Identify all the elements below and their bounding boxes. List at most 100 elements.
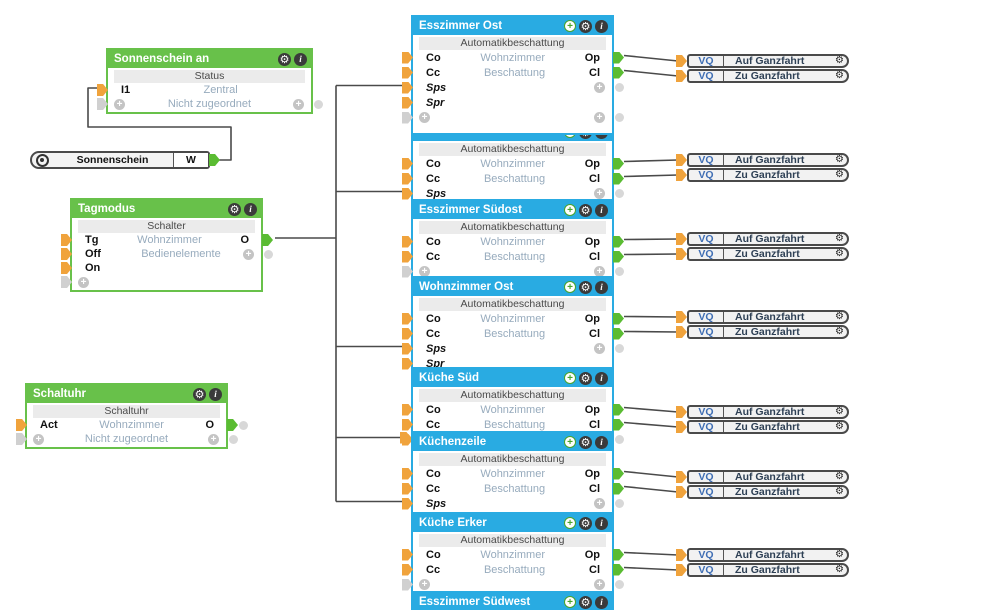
target-icon[interactable]: +	[564, 436, 576, 448]
add-output-icon[interactable]: +	[594, 82, 605, 93]
input-connector[interactable]	[676, 421, 687, 433]
output-slot-dot[interactable]	[615, 189, 624, 198]
add-output-icon[interactable]: +	[594, 579, 605, 590]
info-icon[interactable]: i	[595, 280, 608, 294]
output-connector[interactable]	[613, 51, 624, 64]
input-connector[interactable]	[676, 471, 687, 483]
info-icon[interactable]: i	[595, 516, 608, 530]
add-input-icon[interactable]: +	[419, 266, 430, 277]
output-connector[interactable]	[227, 419, 238, 431]
function-block-hidden[interactable]: +⚙iAutomatikbeschattungCoWohnzimmerOpCcB…	[402, 121, 624, 209]
output-slot-dot[interactable]	[615, 435, 624, 444]
add-output-icon[interactable]: +	[293, 98, 304, 110]
input-connector[interactable]	[676, 154, 687, 166]
gear-icon[interactable]: ⚙	[835, 169, 844, 180]
info-icon[interactable]: i	[595, 371, 608, 385]
gear-icon[interactable]: ⚙	[835, 55, 844, 66]
output-slot-dot[interactable]	[229, 434, 238, 444]
unassigned-input-connector[interactable]	[402, 578, 413, 591]
unassigned-input-connector[interactable]	[402, 265, 413, 278]
add-input-icon[interactable]: +	[114, 98, 125, 110]
add-output-icon[interactable]: +	[208, 433, 219, 445]
input-connector[interactable]	[402, 357, 413, 370]
input-connector[interactable]	[402, 81, 413, 94]
input-connector[interactable]	[676, 486, 687, 498]
input-connector[interactable]	[61, 234, 72, 246]
output-slot-dot[interactable]	[615, 580, 624, 589]
output-slot-dot[interactable]	[615, 499, 624, 508]
wire[interactable]	[623, 69, 679, 77]
input-connector[interactable]	[402, 51, 413, 64]
output-connector[interactable]	[613, 403, 624, 416]
input-connector[interactable]	[402, 563, 413, 576]
input-connector[interactable]	[676, 549, 687, 561]
gear-icon[interactable]: ⚙	[579, 371, 592, 385]
output-connector[interactable]	[613, 250, 624, 263]
wire[interactable]	[623, 253, 679, 256]
input-connector[interactable]	[676, 564, 687, 576]
add-output-icon[interactable]: +	[594, 112, 605, 123]
wire[interactable]	[623, 159, 679, 163]
wire[interactable]	[623, 470, 679, 478]
add-output-icon[interactable]: +	[243, 248, 254, 260]
add-input-icon[interactable]: +	[33, 433, 44, 445]
input-connector[interactable]	[402, 96, 413, 109]
input-connector[interactable]	[402, 327, 413, 340]
input-connector[interactable]	[676, 406, 687, 418]
gear-icon[interactable]: ⚙	[579, 435, 592, 449]
gear-icon[interactable]: ⚙	[835, 406, 844, 417]
input-connector[interactable]	[402, 403, 413, 416]
target-icon[interactable]: +	[564, 517, 576, 529]
gear-icon[interactable]: ⚙	[835, 421, 844, 432]
gear-icon[interactable]: ⚙	[579, 595, 592, 609]
input-connector[interactable]	[61, 262, 72, 274]
target-icon[interactable]: +	[564, 281, 576, 293]
output-connector[interactable]	[613, 563, 624, 576]
wire[interactable]	[623, 174, 679, 178]
gear-icon[interactable]: ⚙	[835, 471, 844, 482]
gear-icon[interactable]: ⚙	[835, 486, 844, 497]
input-connector[interactable]	[676, 326, 687, 338]
input-connector[interactable]	[676, 233, 687, 245]
target-icon[interactable]: +	[564, 20, 576, 32]
output-slot-dot[interactable]	[615, 267, 624, 276]
output-connector[interactable]	[209, 154, 220, 166]
input-connector[interactable]	[402, 66, 413, 79]
unassigned-input-connector[interactable]	[402, 111, 413, 124]
input-connector[interactable]	[676, 70, 687, 82]
output-connector[interactable]	[613, 418, 624, 431]
add-output-icon[interactable]: +	[594, 188, 605, 199]
output-slot-dot[interactable]	[615, 113, 624, 122]
output-connector[interactable]	[613, 172, 624, 185]
target-icon[interactable]: +	[564, 372, 576, 384]
gear-icon[interactable]: ⚙	[835, 564, 844, 575]
output-slot-dot[interactable]	[615, 344, 624, 353]
input-connector[interactable]	[676, 311, 687, 323]
output-connector[interactable]	[613, 327, 624, 340]
output-slot-dot[interactable]	[314, 99, 323, 109]
wire[interactable]	[87, 87, 232, 161]
input-connector[interactable]	[402, 187, 413, 200]
output-connector[interactable]	[613, 467, 624, 480]
info-icon[interactable]: i	[595, 435, 608, 449]
input-connector[interactable]	[402, 467, 413, 480]
output-connector[interactable]	[613, 235, 624, 248]
input-connector[interactable]	[676, 169, 687, 181]
wire[interactable]	[623, 54, 679, 62]
add-output-icon[interactable]: +	[594, 343, 605, 354]
wire[interactable]	[623, 406, 679, 413]
info-icon[interactable]: i	[209, 387, 222, 401]
info-icon[interactable]: i	[244, 202, 257, 216]
